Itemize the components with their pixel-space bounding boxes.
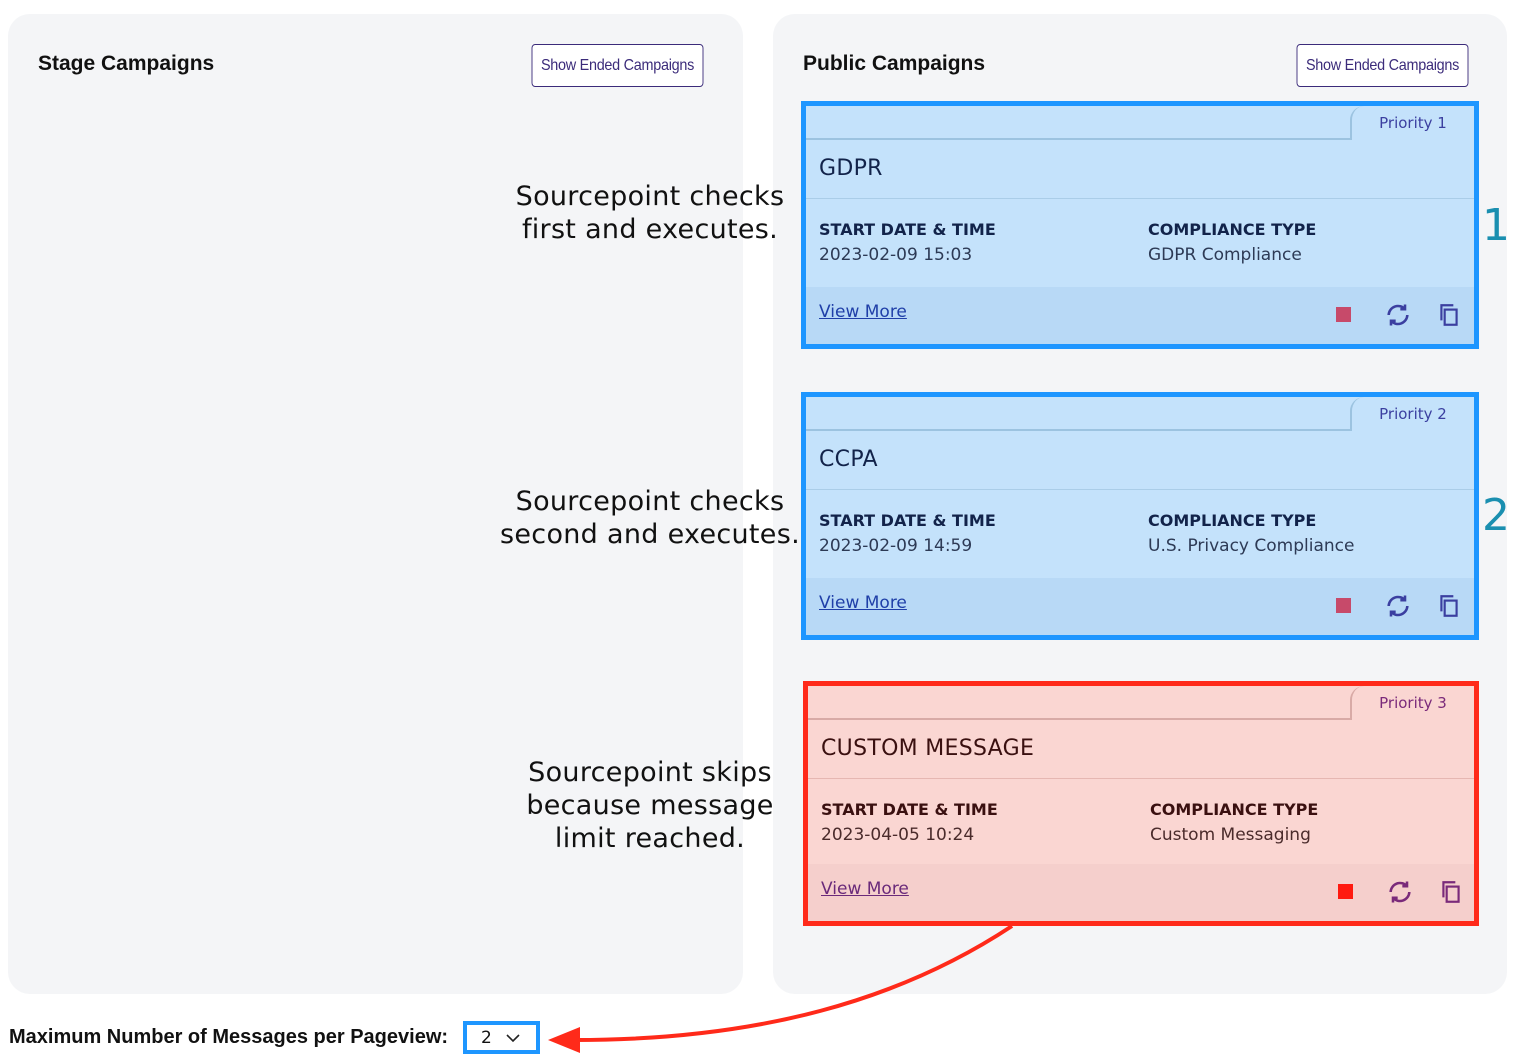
public-show-ended-button[interactable]: Show Ended Campaigns — [1296, 44, 1469, 87]
stop-icon[interactable] — [1336, 598, 1351, 613]
order-number-1: 1 — [1482, 200, 1510, 251]
start-date-label: START DATE & TIME — [821, 800, 998, 819]
campaign-name: CUSTOM MESSAGE — [821, 736, 1035, 761]
campaign-card-gdpr: Priority 1 GDPR START DATE & TIME 2023-0… — [801, 101, 1479, 349]
view-more-link[interactable]: View More — [819, 302, 907, 322]
priority-tab: Priority 1 — [1350, 106, 1474, 140]
copy-icon[interactable] — [1438, 878, 1464, 906]
public-campaigns-title: Public Campaigns — [803, 52, 986, 75]
max-messages-label: Maximum Number of Messages per Pageview: — [9, 1026, 449, 1048]
campaign-name: CCPA — [819, 447, 878, 472]
card-footer: View More — [806, 287, 1474, 344]
stage-campaigns-panel — [8, 14, 743, 994]
annotation-third: Sourcepoint skips because message limit … — [526, 757, 774, 854]
annotation-second: Sourcepoint checks second and executes. — [500, 486, 800, 550]
campaign-card-ccpa: Priority 2 CCPA START DATE & TIME 2023-0… — [801, 392, 1479, 640]
sync-icon[interactable] — [1386, 878, 1414, 906]
copy-icon[interactable] — [1436, 592, 1462, 620]
compliance-type-value: GDPR Compliance — [1148, 245, 1302, 265]
priority-tab: Priority 2 — [1350, 397, 1474, 431]
stop-icon[interactable] — [1336, 307, 1351, 322]
view-more-link[interactable]: View More — [821, 879, 909, 899]
card-footer: View More — [806, 578, 1474, 635]
compliance-type-label: COMPLIANCE TYPE — [1148, 220, 1317, 239]
compliance-type-label: COMPLIANCE TYPE — [1148, 511, 1317, 530]
start-date-value: 2023-02-09 15:03 — [819, 245, 973, 265]
compliance-type-label: COMPLIANCE TYPE — [1150, 800, 1319, 819]
start-date-value: 2023-04-05 10:24 — [821, 825, 975, 845]
start-date-label: START DATE & TIME — [819, 511, 996, 530]
campaign-card-custom-message: Priority 3 CUSTOM MESSAGE START DATE & T… — [803, 681, 1479, 926]
sync-icon[interactable] — [1384, 301, 1412, 329]
stage-campaigns-title: Stage Campaigns — [38, 52, 215, 75]
compliance-type-value: Custom Messaging — [1150, 825, 1311, 845]
start-date-label: START DATE & TIME — [819, 220, 996, 239]
start-date-value: 2023-02-09 14:59 — [819, 536, 973, 556]
campaign-name: GDPR — [819, 156, 883, 181]
max-messages-select[interactable]: 2 — [463, 1021, 540, 1054]
view-more-link[interactable]: View More — [819, 593, 907, 613]
max-messages-value: 2 — [481, 1027, 492, 1048]
copy-icon[interactable] — [1436, 301, 1462, 329]
card-footer: View More — [808, 864, 1474, 921]
compliance-type-value: U.S. Privacy Compliance — [1148, 536, 1355, 556]
chevron-down-icon — [506, 1033, 520, 1042]
order-number-2: 2 — [1482, 490, 1510, 541]
priority-tab: Priority 3 — [1350, 686, 1474, 720]
stage-show-ended-button[interactable]: Show Ended Campaigns — [531, 44, 704, 87]
stop-icon[interactable] — [1338, 884, 1353, 899]
annotation-first: Sourcepoint checks first and executes. — [515, 181, 785, 245]
sync-icon[interactable] — [1384, 592, 1412, 620]
